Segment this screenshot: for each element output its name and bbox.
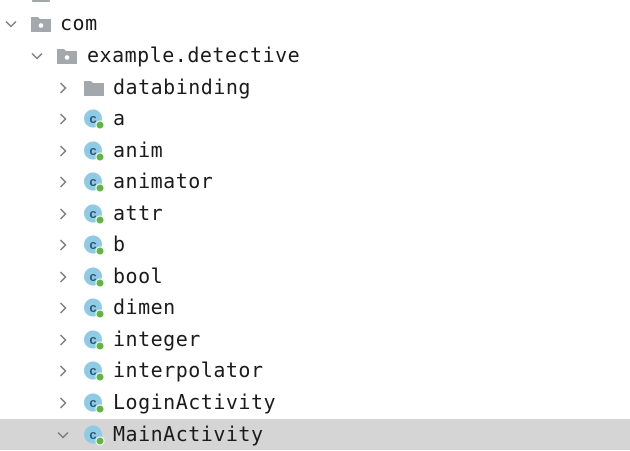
tree-row-class-a[interactable]: c a	[0, 103, 630, 134]
class-icon: c	[83, 108, 105, 130]
tree-row-class-loginactivity[interactable]: c LoginActivity	[0, 387, 630, 418]
tree-row-label: LoginActivity	[113, 390, 277, 414]
chevron-right-icon[interactable]	[55, 363, 71, 379]
tree-row-class-dimen[interactable]: c dimen	[0, 292, 630, 323]
tree-row-label: bool	[113, 264, 164, 288]
chevron-down-icon[interactable]	[55, 427, 71, 443]
tree-row-label: MainActivity	[113, 422, 264, 446]
tree-row-class-anim[interactable]: c anim	[0, 135, 630, 166]
class-icon: c	[83, 297, 105, 319]
chevron-right-icon[interactable]	[55, 395, 71, 411]
tree-row-class-bool[interactable]: c bool	[0, 261, 630, 292]
svg-text:c: c	[89, 143, 96, 158]
chevron-right-icon[interactable]	[55, 174, 71, 190]
class-icon: c	[83, 360, 105, 382]
package-folder-icon	[56, 45, 78, 67]
tree-row-label: interpolator	[113, 358, 264, 382]
class-icon: c	[83, 329, 105, 351]
chevron-right-icon[interactable]	[55, 143, 71, 159]
chevron-right-icon[interactable]	[55, 206, 71, 222]
chevron-right-icon[interactable]	[55, 332, 71, 348]
tree-row-class-integer[interactable]: c integer	[0, 324, 630, 355]
tree-row-label: a	[113, 106, 126, 130]
svg-text:c: c	[89, 237, 96, 252]
chevron-right-icon[interactable]	[55, 237, 71, 253]
tree-row-label: com	[60, 11, 98, 35]
svg-text:c: c	[89, 363, 96, 378]
tree-row-label: attr	[113, 201, 164, 225]
tree-row-label: anim	[113, 138, 164, 162]
svg-text:c: c	[89, 332, 96, 347]
svg-text:c: c	[89, 395, 96, 410]
class-icon: c	[83, 234, 105, 256]
tree-row-class-animator[interactable]: c animator	[0, 166, 630, 197]
tree-row-label: b	[113, 232, 126, 256]
svg-text:c: c	[89, 300, 96, 315]
class-icon: c	[83, 203, 105, 225]
parent-folder-icon	[32, 0, 50, 2]
class-icon: c	[83, 392, 105, 414]
tree-row-class-mainactivity[interactable]: c MainActivity	[0, 419, 630, 450]
tree-row-class-b[interactable]: c b	[0, 229, 630, 260]
chevron-right-icon[interactable]	[55, 300, 71, 316]
svg-text:c: c	[89, 174, 96, 189]
tree-row-com[interactable]: com	[0, 8, 630, 39]
tree-row-databinding[interactable]: databinding	[0, 72, 630, 103]
tree-row-label: databinding	[113, 75, 251, 99]
class-icon: c	[83, 140, 105, 162]
chevron-right-icon[interactable]	[55, 111, 71, 127]
tree-row-class-interpolator[interactable]: c interpolator	[0, 355, 630, 386]
svg-text:c: c	[89, 427, 96, 442]
chevron-right-icon[interactable]	[55, 80, 71, 96]
package-folder-icon	[30, 13, 52, 35]
class-icon: c	[83, 171, 105, 193]
tree-row-class-attr[interactable]: c attr	[0, 198, 630, 229]
chevron-right-icon[interactable]	[55, 269, 71, 285]
chevron-down-icon[interactable]	[3, 16, 19, 32]
tree-row-label: integer	[113, 327, 201, 351]
svg-text:c: c	[89, 206, 96, 221]
tree-row-label: example.detective	[87, 43, 301, 67]
tree-row-package[interactable]: example.detective	[0, 40, 630, 71]
class-icon: c	[83, 424, 105, 446]
svg-text:c: c	[89, 111, 96, 126]
chevron-down-icon[interactable]	[29, 48, 45, 64]
tree-row-label: dimen	[113, 295, 176, 319]
svg-text:c: c	[89, 269, 96, 284]
tree-row-label: animator	[113, 169, 214, 193]
class-icon: c	[83, 266, 105, 288]
folder-icon	[83, 77, 105, 99]
